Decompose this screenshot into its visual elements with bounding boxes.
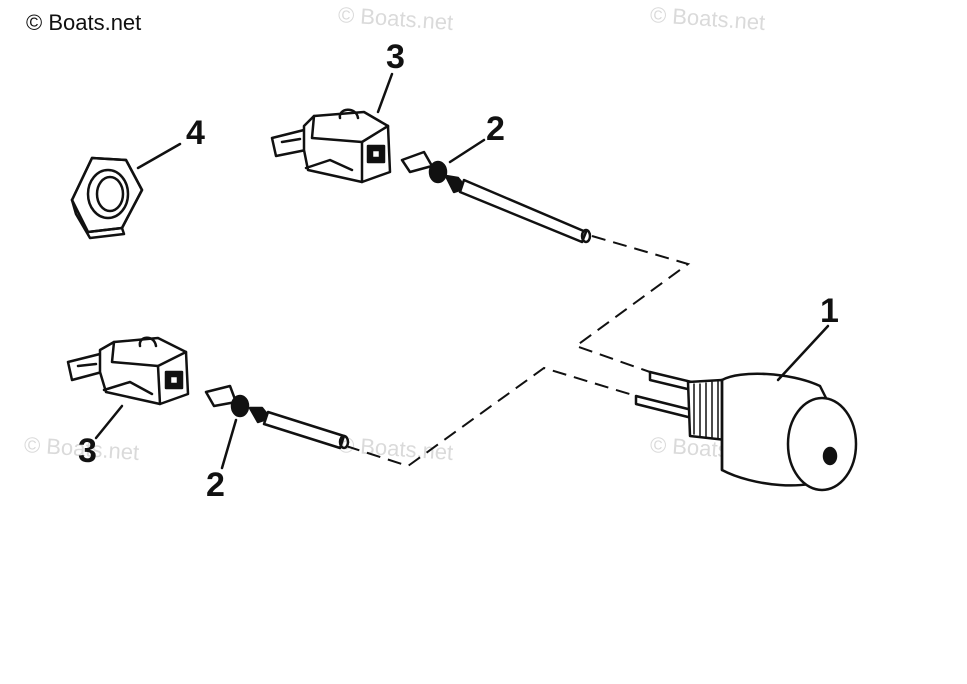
callout-4: 4 — [186, 114, 205, 152]
callout-2-lower: 2 — [206, 466, 225, 504]
copyright-label: © Boats.net — [26, 10, 142, 35]
leader-line-1 — [776, 324, 830, 382]
leader-line-4 — [136, 142, 182, 170]
routing-lines — [345, 235, 691, 468]
hex-nut — [70, 156, 144, 240]
callout-2-upper: 2 — [486, 110, 505, 148]
terminal-lead-lower — [204, 384, 350, 450]
connector-boot-upper — [270, 108, 392, 184]
leader-line-3a — [376, 72, 394, 114]
leader-line-2a — [448, 138, 486, 164]
callout-3-lower: 3 — [78, 432, 97, 470]
connector-boot-lower — [66, 336, 190, 406]
callout-3-upper: 3 — [386, 38, 405, 76]
leader-line-2b — [220, 418, 238, 470]
callout-1: 1 — [820, 292, 839, 330]
leader-line-3b — [94, 404, 124, 440]
terminal-lead-upper — [400, 150, 592, 244]
sending-unit — [634, 370, 858, 492]
